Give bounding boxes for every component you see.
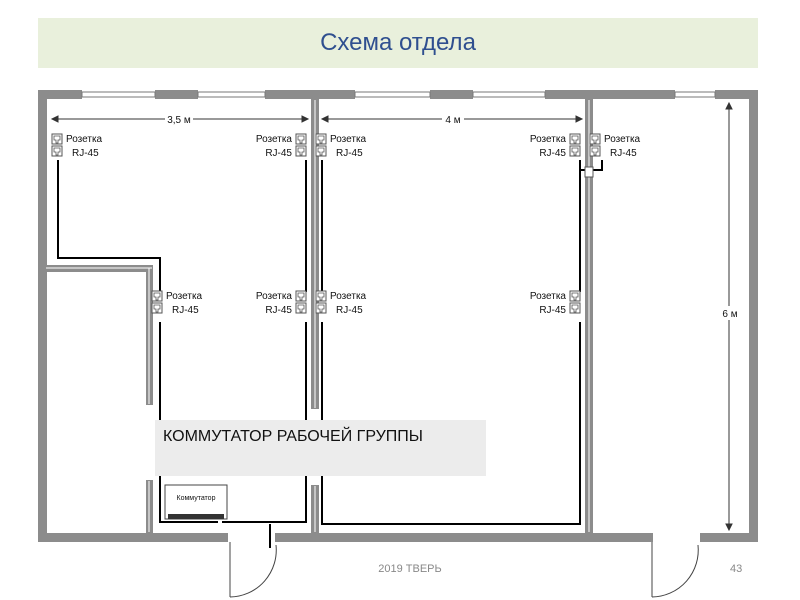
outlet-icon	[589, 145, 601, 157]
outlet-label: Розетка	[256, 291, 293, 302]
outlet-label: Розетка	[530, 291, 567, 302]
outlet-icon	[315, 290, 327, 302]
windows	[81, 91, 716, 98]
outlet-type-label: RJ-45	[336, 148, 363, 159]
outlet-type-label: RJ-45	[172, 305, 199, 316]
outlet-label: Розетка	[66, 134, 103, 145]
outlet-type-label: RJ-45	[610, 148, 637, 159]
network-cables	[57, 160, 603, 548]
switch-device: Коммутатор	[164, 484, 228, 520]
outlet-icon	[569, 145, 581, 157]
outlet-icon	[315, 302, 327, 314]
outlets: РозеткаRJ-45РозеткаRJ-45РозеткаRJ-45Розе…	[51, 133, 641, 316]
cable-junction	[584, 166, 594, 178]
outlet-label: Розетка	[604, 134, 641, 145]
page-title: Схема отдела	[320, 29, 476, 56]
outlet-icon	[569, 302, 581, 314]
outlet-label: Розетка	[330, 291, 367, 302]
switch-caption: КОММУТАТОР РАБОЧЕЙ ГРУППЫ	[163, 428, 423, 445]
outlet-icon	[295, 145, 307, 157]
outlet-type-label: RJ-45	[539, 148, 566, 159]
wall-inner-lines	[46, 100, 590, 532]
outlet-icon	[51, 133, 63, 145]
outlet-type-label: RJ-45	[336, 305, 363, 316]
outlet-type-label: RJ-45	[539, 305, 566, 316]
dimension-label-room1: 3,5 м	[167, 115, 191, 126]
outlet-label: Розетка	[530, 134, 567, 145]
outlet-icon	[315, 145, 327, 157]
outlet-icon	[51, 145, 63, 157]
outlet-icon	[569, 133, 581, 145]
outlet-icon	[315, 133, 327, 145]
outlet-type-label: RJ-45	[265, 305, 292, 316]
outlet-label: Розетка	[166, 291, 203, 302]
outlet-icon	[589, 133, 601, 145]
title-bar: Схема отдела	[38, 18, 758, 68]
doors	[229, 542, 699, 598]
outer-walls	[38, 90, 758, 542]
outlet-icon	[151, 290, 163, 302]
outlet-type-label: RJ-45	[265, 148, 292, 159]
page-number: 43	[730, 563, 743, 575]
outlet-icon	[295, 302, 307, 314]
outlet-label: Розетка	[256, 134, 293, 145]
outlet-type-label: RJ-45	[72, 148, 99, 159]
outlet-icon	[569, 290, 581, 302]
dimension-label-room2: 4 м	[445, 115, 460, 126]
switch-caption-box: КОММУТАТОР РАБОЧЕЙ ГРУППЫ	[155, 420, 486, 476]
switch-device-label: Коммутатор	[177, 495, 216, 502]
dimension-label-height: 6 м	[722, 309, 737, 320]
footer-year-city: 2019 ТВЕРЬ	[378, 563, 442, 575]
outlet-label: Розетка	[330, 134, 367, 145]
outlet-icon	[295, 290, 307, 302]
outlet-icon	[151, 302, 163, 314]
outlet-icon	[295, 133, 307, 145]
